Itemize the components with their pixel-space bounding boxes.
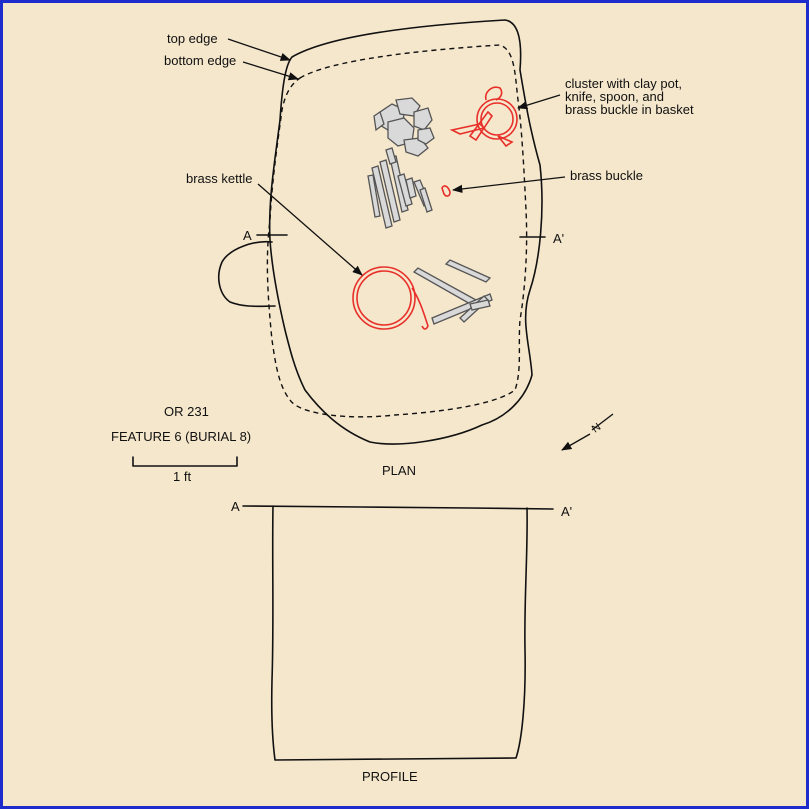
brass-buckle-arrow: [451, 176, 566, 194]
label-cluster-3: brass buckle in basket: [565, 102, 694, 117]
pit-top-edge-outline: [268, 19, 543, 445]
north-arrow-icon: N: [561, 413, 614, 451]
label-profile-a: A: [231, 499, 240, 514]
label-cluster-2: knife, spoon, and: [565, 89, 664, 104]
leg-bones: [412, 259, 493, 325]
profile-ground-line: [242, 505, 554, 510]
scale-bar: [132, 456, 238, 467]
side-lobe-outline: [218, 240, 276, 308]
cluster-arrow: [517, 94, 561, 110]
top-edge-arrow: [227, 38, 291, 61]
rib-bones: [367, 147, 433, 229]
label-cluster-1: cluster with clay pot,: [565, 76, 682, 91]
brass-kettle-arrow: [257, 183, 363, 276]
brass-buckle: [441, 185, 451, 197]
profile-pit-outline: [270, 505, 528, 761]
brass-kettle: [352, 266, 429, 330]
bottom-edge-arrow: [242, 61, 299, 81]
label-scale: 1 ft: [173, 469, 191, 484]
label-profile-a-prime: A': [561, 504, 572, 519]
label-brass-kettle: brass kettle: [186, 171, 252, 186]
label-site: OR 231: [164, 404, 209, 419]
label-feature: FEATURE 6 (BURIAL 8): [111, 429, 251, 444]
label-plan: PLAN: [382, 463, 416, 478]
label-top-edge: top edge: [167, 31, 218, 46]
label-section-a: A: [243, 228, 252, 243]
label-brass-buckle: brass buckle: [570, 168, 643, 183]
skull-fragments: [373, 97, 435, 157]
label-profile: PROFILE: [362, 769, 418, 784]
artifact-cluster: [449, 86, 518, 148]
label-section-a-prime: A': [553, 231, 564, 246]
label-bottom-edge: bottom edge: [164, 53, 236, 68]
